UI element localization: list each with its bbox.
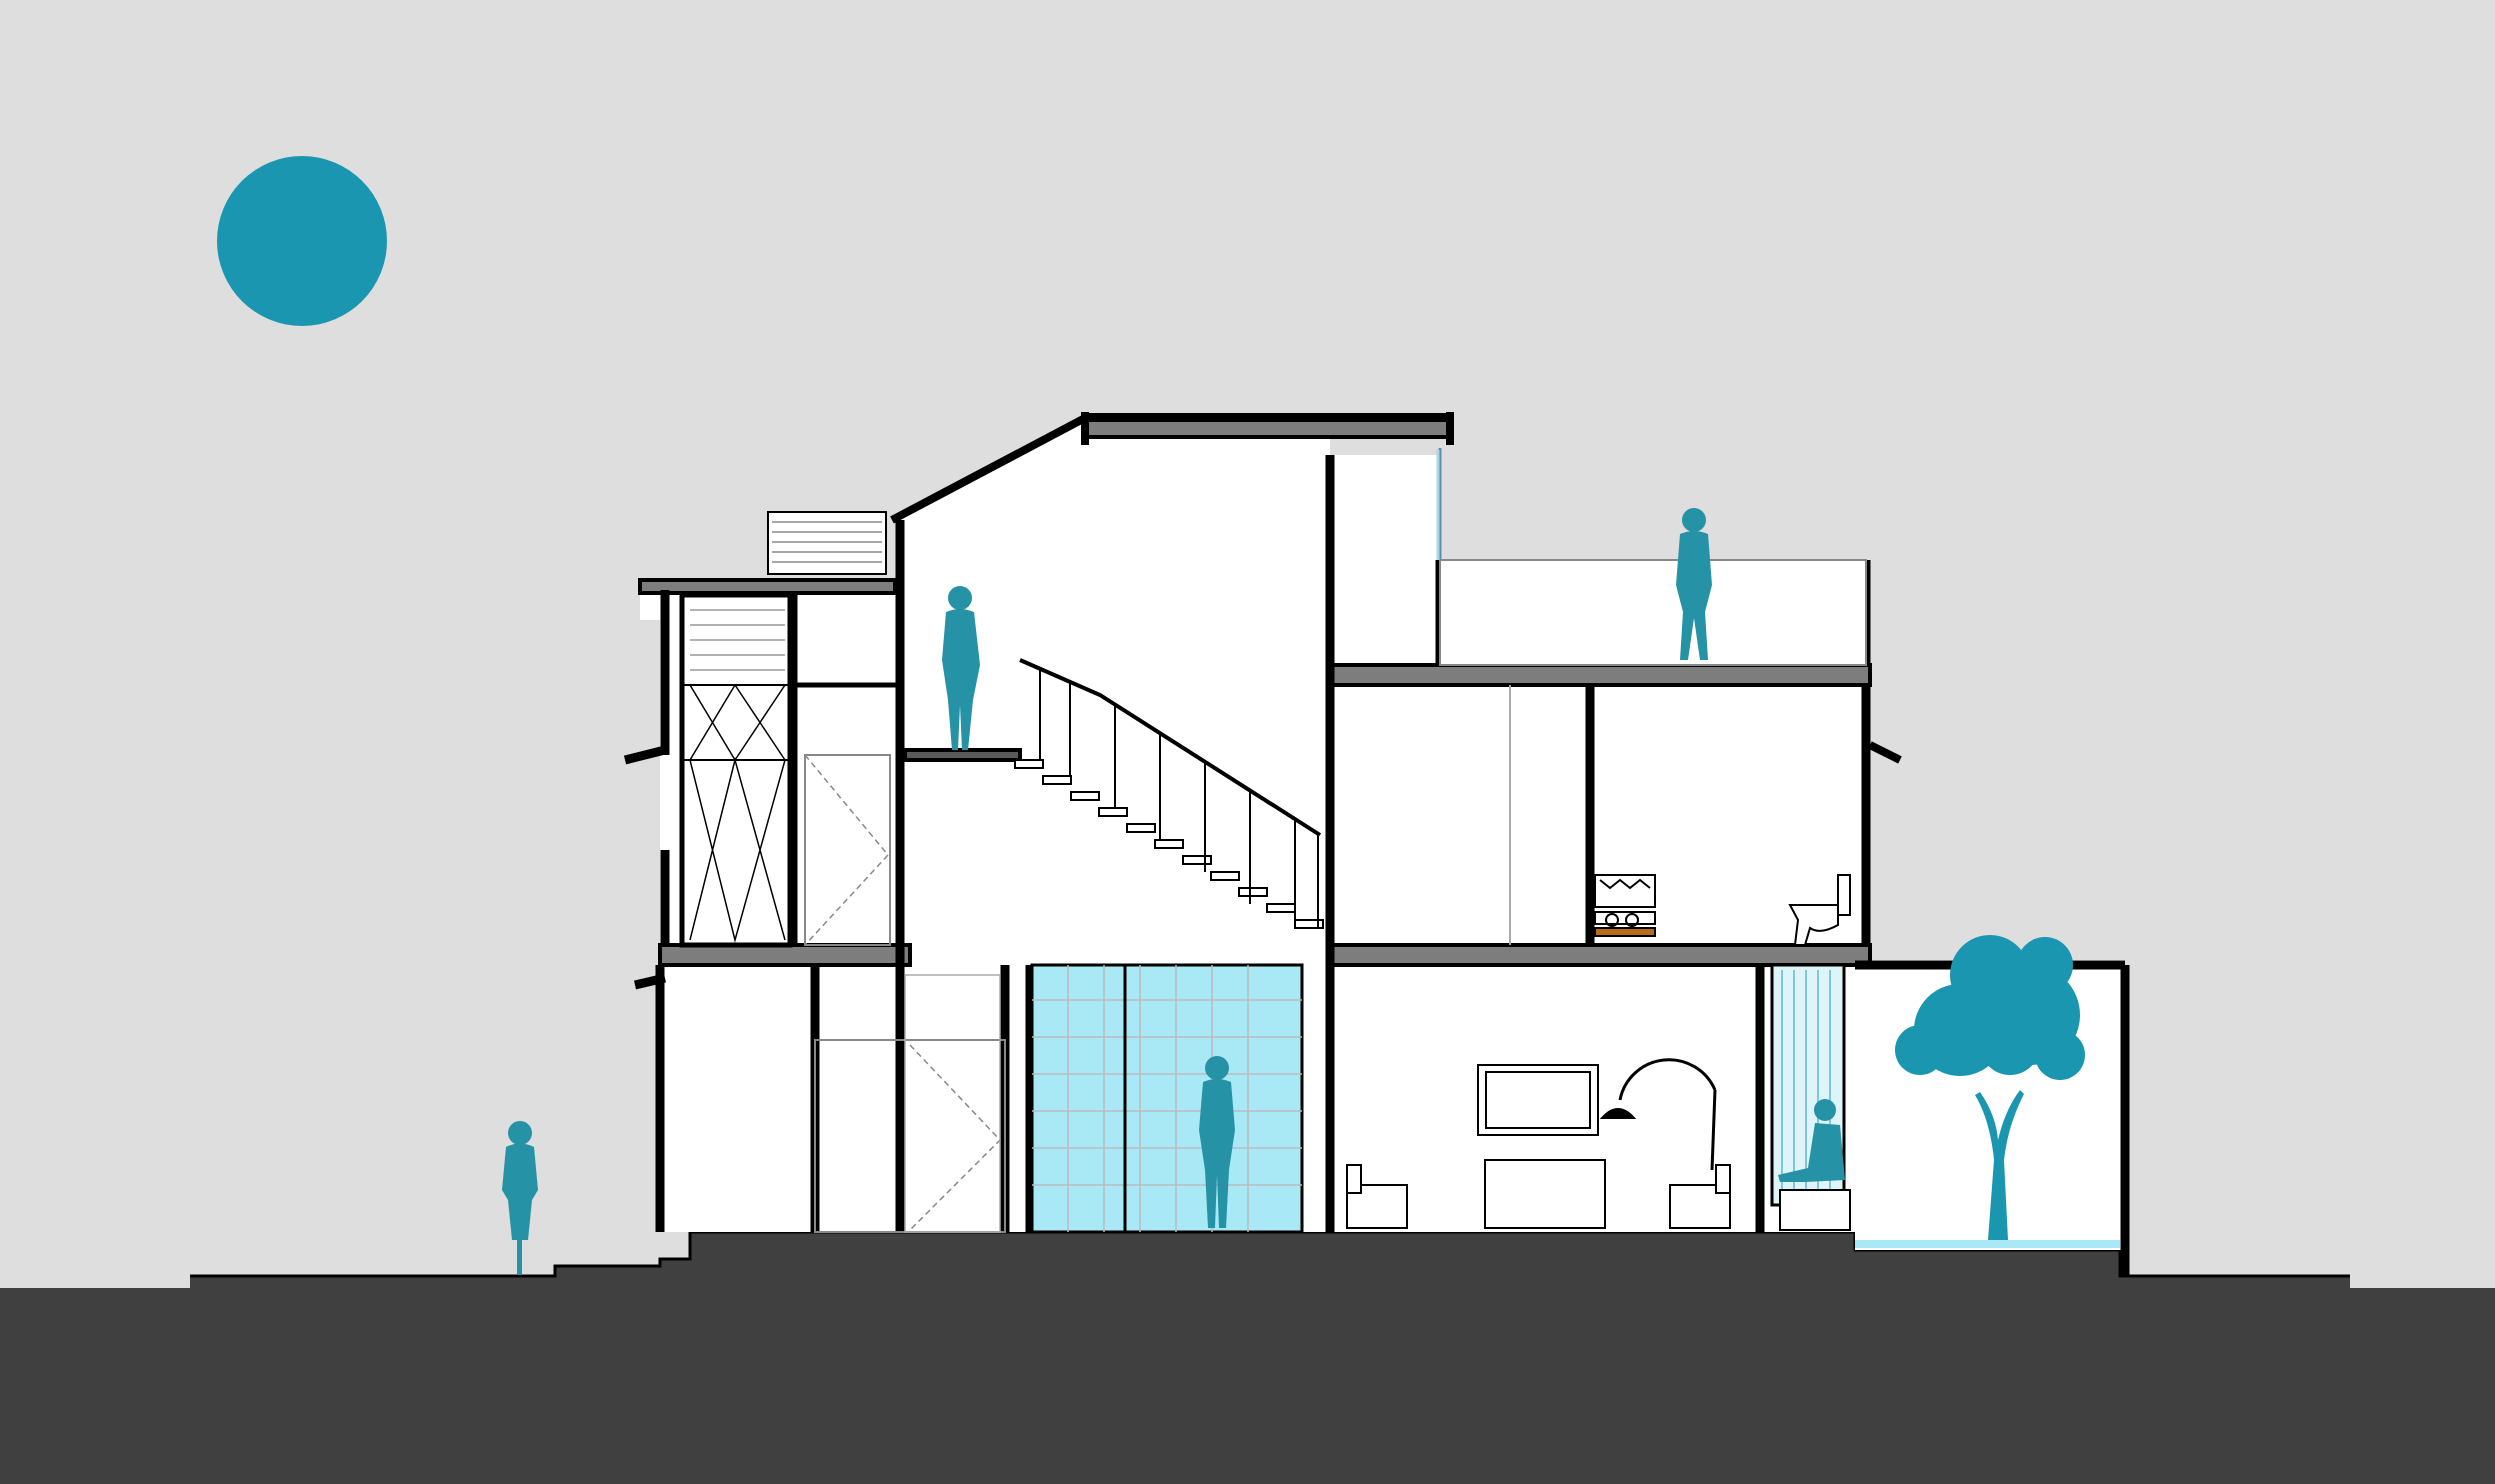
- glass-block-wall: [1030, 963, 1304, 1234]
- person-living: [1199, 1056, 1235, 1228]
- staircase: [1014, 658, 1324, 929]
- left-cladding: [690, 609, 785, 671]
- upper-right-rooms: [1436, 448, 1902, 945]
- person-landing: [942, 586, 980, 750]
- sun-icon: [217, 156, 387, 326]
- ground: [0, 1230, 2495, 1484]
- tree-icon: [1895, 935, 2085, 1240]
- courtyard-screen: [1770, 963, 1851, 1231]
- person-roof: [1676, 508, 1712, 660]
- person-seated: [1778, 1099, 1845, 1182]
- left-volume: [623, 592, 1006, 1233]
- toilet-icon: [1788, 874, 1851, 946]
- roof-hatch: [772, 521, 882, 563]
- cyclist: [502, 1121, 538, 1275]
- courtyard-water: [1855, 1240, 2120, 1248]
- bathroom-vanity: [1594, 874, 1656, 937]
- living-furniture: [1346, 1058, 1731, 1229]
